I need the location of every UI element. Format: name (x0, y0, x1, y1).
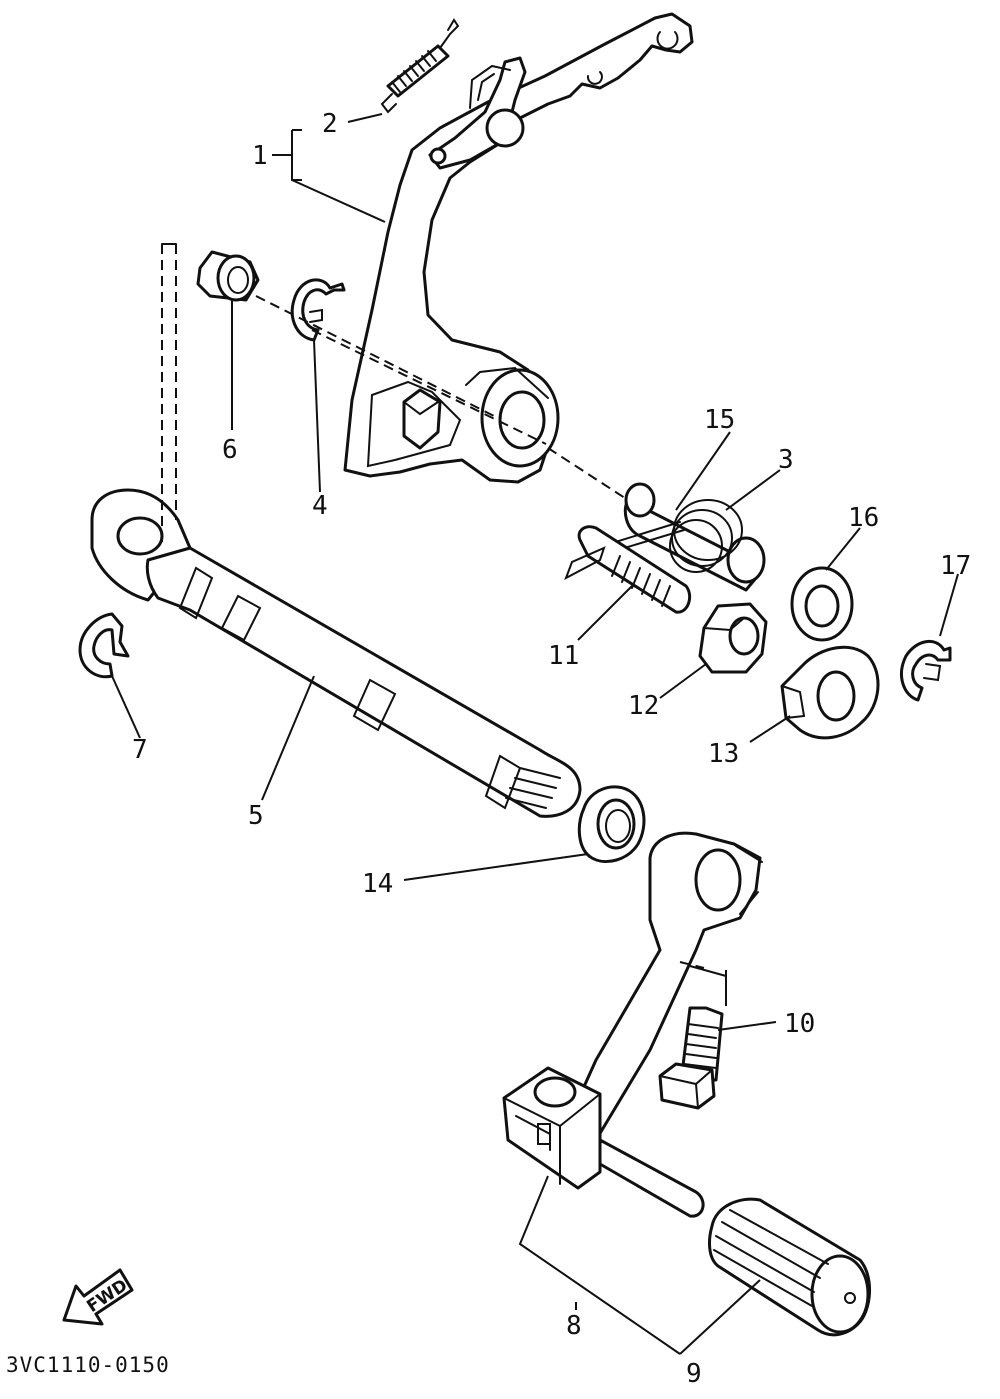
shift-pedal-part-8 (502, 831, 763, 1218)
shift-arm-part-1 (343, 12, 694, 484)
callout-leaders (111, 113, 959, 1355)
return-spring-part-2 (380, 18, 460, 114)
diagram-reference-code: 3VC1110-0150 (6, 1353, 170, 1377)
callout-8: 8 (566, 1311, 582, 1341)
callout-11: 11 (548, 641, 579, 671)
callout-3: 3 (778, 445, 794, 475)
callout-5: 5 (248, 801, 264, 831)
hex-nut-part-12 (698, 602, 768, 674)
stopper-plate-part-13 (780, 645, 880, 740)
bushing-part-6 (196, 250, 260, 302)
stud-bolt-part-11 (564, 525, 692, 614)
callout-2: 2 (322, 109, 338, 139)
callout-16: 16 (848, 503, 879, 533)
oil-seal-part-14 (577, 785, 646, 863)
callout-13: 13 (708, 739, 739, 769)
callout-7: 7 (132, 735, 148, 765)
footpeg-rubber-part-9 (708, 1197, 872, 1337)
circlip-part-17 (900, 640, 952, 702)
collar-part-15 (623, 482, 766, 592)
shift-shaft-part-5 (90, 488, 582, 818)
circlip-part-4 (290, 278, 346, 342)
callout-labels: 1 2 3 4 5 6 7 8 9 10 11 12 13 14 15 16 1… (132, 109, 971, 1389)
assembly-guide-lines (161, 243, 705, 969)
washer-part-16 (790, 566, 854, 642)
bolt-part-10 (658, 1006, 724, 1110)
callout-4: 4 (312, 491, 328, 521)
callout-17: 17 (940, 551, 971, 581)
callout-15: 15 (704, 405, 735, 435)
callout-9: 9 (686, 1359, 702, 1389)
circlip-part-7 (78, 612, 130, 679)
callout-12: 12 (628, 691, 659, 721)
fwd-direction-arrow: FWD (62, 1268, 134, 1326)
callout-10: 10 (784, 1009, 815, 1039)
callout-14: 14 (362, 869, 393, 899)
callout-6: 6 (222, 435, 238, 465)
callout-1: 1 (252, 141, 268, 171)
